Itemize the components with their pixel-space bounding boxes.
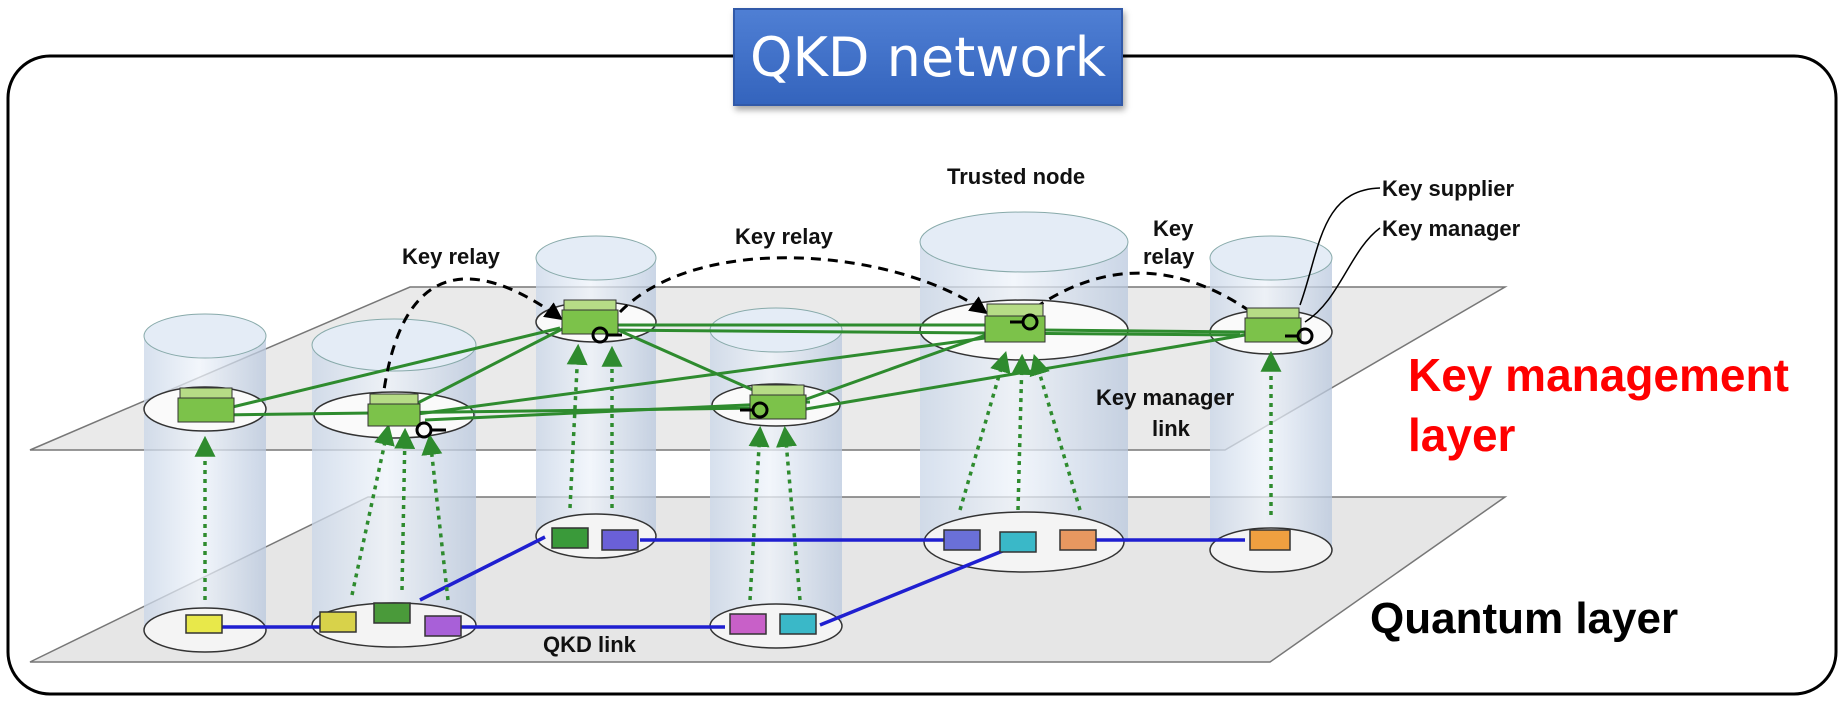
page-title: QKD network (733, 8, 1123, 106)
qkd-link-label: QKD link (543, 632, 637, 657)
key-relay-label-2: Key relay (735, 224, 834, 249)
key-relay-label-3-line2: relay (1143, 244, 1195, 269)
qkd-links (215, 535, 1245, 629)
key-manager-device (1244, 307, 1302, 343)
key-icon (740, 401, 769, 419)
qkd-device (185, 614, 223, 634)
key-manager-device (177, 387, 235, 423)
callout-lines (1299, 187, 1381, 323)
qkd-device (551, 527, 589, 549)
key-manager-link-label-line2: link (1152, 416, 1191, 441)
qkd-device (424, 615, 462, 637)
qkd-device (373, 602, 411, 624)
key-relay-label-1: Key relay (402, 244, 501, 269)
key-manager-device (561, 299, 619, 335)
key-management-layer-label: Key management layer (1408, 345, 1828, 465)
key-manager-devices (177, 299, 1302, 427)
key-relay-arcs (380, 256, 1273, 406)
key-supplier-label: Key supplier (1382, 176, 1514, 201)
qkd-device (319, 611, 357, 633)
qkd-device (779, 613, 817, 635)
key-supply-arrows (194, 343, 1282, 601)
key-icons (415, 313, 1314, 439)
key-manager-device (749, 384, 807, 420)
key-manager-device (367, 393, 421, 427)
key-manager-link-label-line1: Key manager (1096, 385, 1235, 410)
qkd-device (943, 529, 981, 551)
key-management-layer-line1: Key management (1408, 349, 1789, 401)
key-manager-links (219, 320, 1246, 422)
qkd-devices (185, 527, 1291, 637)
cylinder-node-5 (919, 211, 1129, 573)
key-icon (591, 326, 622, 344)
key-manager-device (984, 303, 1046, 343)
key-icon (1010, 313, 1039, 331)
key-manager-label: Key manager (1382, 216, 1521, 241)
key-management-layer-line2: layer (1408, 409, 1516, 461)
key-icon (415, 421, 446, 439)
trusted-node-label: Trusted node (947, 164, 1085, 189)
quantum-layer-label: Quantum layer (1370, 594, 1679, 643)
qkd-device (1059, 529, 1097, 551)
key-icon (1285, 327, 1314, 345)
qkd-device (999, 531, 1037, 553)
qkd-device (601, 529, 639, 551)
qkd-device (1249, 529, 1291, 551)
qkd-device (729, 613, 767, 635)
key-relay-label-3-line1: Key (1153, 216, 1194, 241)
